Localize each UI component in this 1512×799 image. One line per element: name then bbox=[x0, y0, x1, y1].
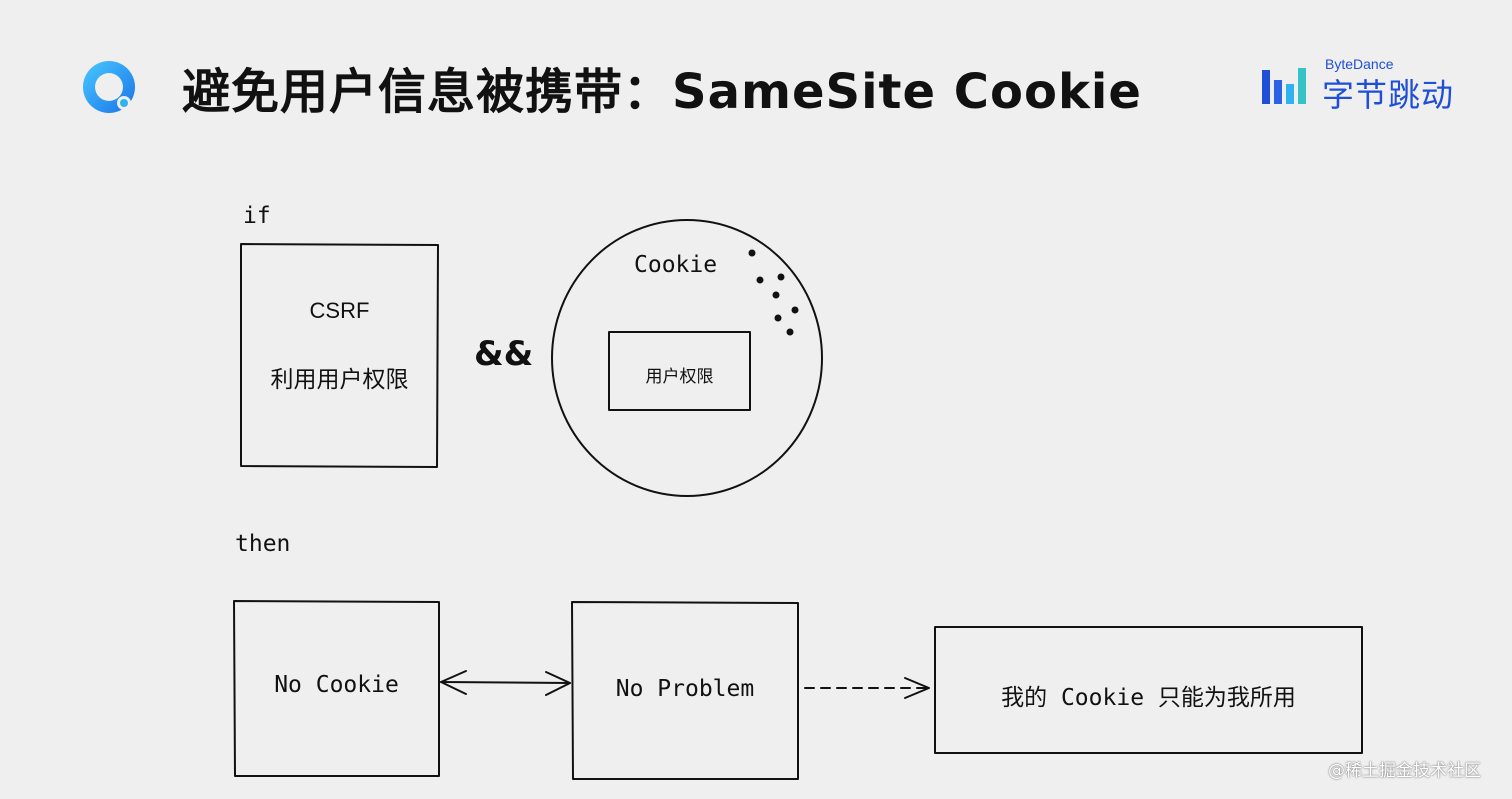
user-permission-box-outline bbox=[608, 331, 751, 411]
no-cookie-box-outline bbox=[233, 600, 440, 777]
cookie-circle-outline bbox=[551, 219, 823, 497]
no-problem-box-outline bbox=[571, 601, 799, 780]
brand-name-chinese: 字节跳动 bbox=[1322, 76, 1455, 114]
csrf-description: 利用用户权限 bbox=[270, 367, 409, 393]
app-logo-icon bbox=[83, 61, 135, 113]
double-arrow-right-head bbox=[545, 671, 571, 696]
page-title: 避免用户信息被携带：SameSite Cookie bbox=[182, 64, 1142, 120]
and-operator: && bbox=[474, 334, 534, 374]
csrf-label: CSRF bbox=[309, 298, 370, 323]
no-problem-label: No Problem bbox=[615, 676, 755, 702]
cookie-crumbs bbox=[748, 249, 799, 336]
result-box-outline bbox=[934, 626, 1363, 754]
double-arrow-line bbox=[440, 681, 571, 684]
csrf-box-outline bbox=[240, 243, 439, 468]
dashed-arrow-head bbox=[904, 677, 930, 699]
bytedance-logo-icon bbox=[1262, 68, 1306, 104]
cookie-label: Cookie bbox=[634, 252, 718, 278]
watermark: @稀土掘金技术社区 bbox=[1328, 761, 1481, 781]
brand-name-english: ByteDance bbox=[1325, 56, 1394, 72]
user-permission-label: 用户权限 bbox=[645, 367, 714, 387]
double-arrow-left-head bbox=[440, 670, 467, 695]
result-label: 我的 Cookie 只能为我所用 bbox=[1001, 685, 1296, 711]
no-cookie-label: No Cookie bbox=[274, 672, 399, 698]
then-label: then bbox=[235, 531, 291, 557]
if-label: if bbox=[243, 203, 271, 229]
